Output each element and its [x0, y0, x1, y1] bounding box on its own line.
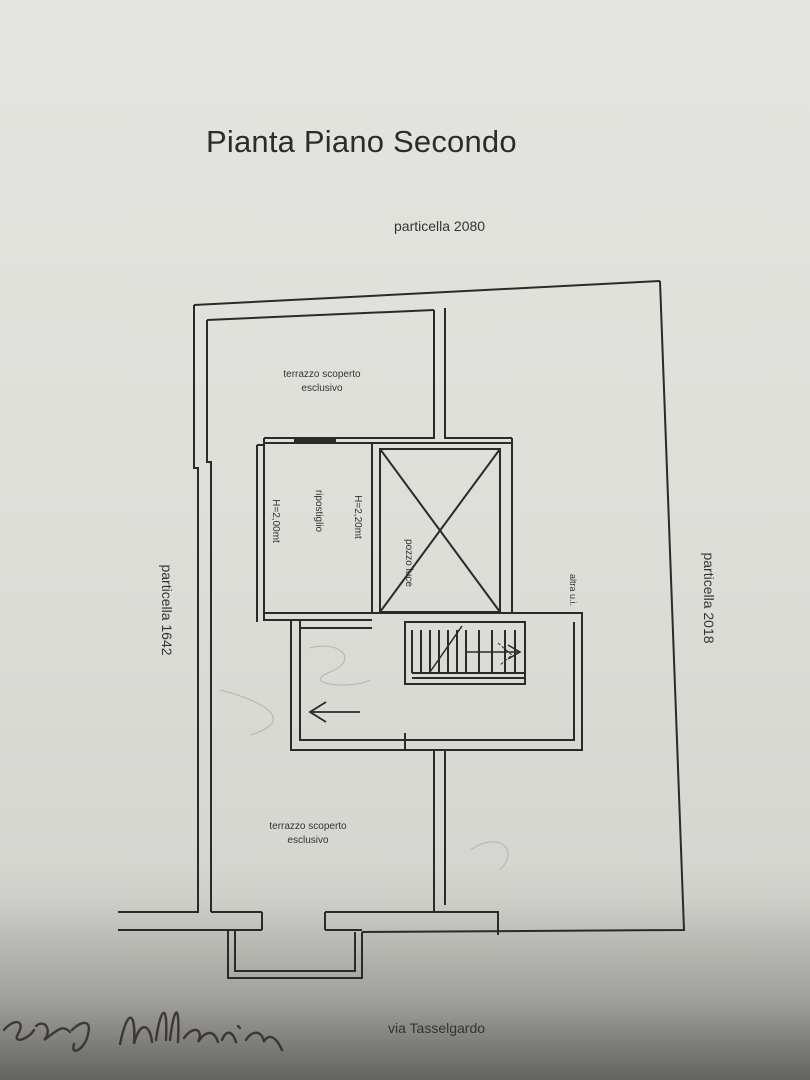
terrace-bottom-line1: terrazzo scoperto: [269, 821, 347, 832]
bottom-wall-mid: [325, 911, 499, 935]
core-right-wall: [405, 438, 583, 751]
stair-treads: [411, 630, 516, 673]
outer-wall-left: [118, 305, 199, 913]
terrace-bottom-line2: esclusivo: [287, 835, 329, 846]
stair-hall: [290, 620, 405, 751]
outer-wall-left-inner: [206, 320, 212, 912]
other-unit-label: altra u.i.: [568, 573, 578, 606]
entrance-niche: [227, 930, 363, 979]
signature: [2, 1011, 284, 1052]
street-label: via Tasselgardo: [388, 1020, 486, 1036]
terrace-top-label: terrazzo scoperto esclusivo: [262, 368, 382, 396]
light-well-label: pozzo luce: [403, 539, 414, 587]
neighbor-top-label: particella 2080: [394, 218, 486, 234]
storage-label: ripostiglio: [313, 489, 324, 533]
light-well: [379, 448, 501, 613]
page-title: Pianta Piano Secondo: [206, 124, 517, 159]
outer-wall-top-inner: [206, 309, 435, 321]
terrace-bottom-label: terrazzo scoperto esclusivo: [248, 820, 368, 848]
terrace-top-line2: esclusivo: [301, 383, 343, 394]
outer-wall-top: [193, 280, 661, 306]
storage-height-2: H=2,00mt: [270, 499, 281, 543]
entrance-niche-inner: [234, 930, 356, 972]
terrace-top-line1: terrazzo scoperto: [283, 369, 361, 380]
terrace-top-wall-inner: [444, 308, 512, 439]
storage-height-1: H=2,20mt: [352, 495, 363, 539]
outer-wall-right: [361, 280, 686, 933]
staircase: [404, 621, 526, 685]
neighbor-left-label: particella 1642: [159, 564, 175, 656]
neighbor-right-label: particella 2018: [701, 552, 717, 644]
